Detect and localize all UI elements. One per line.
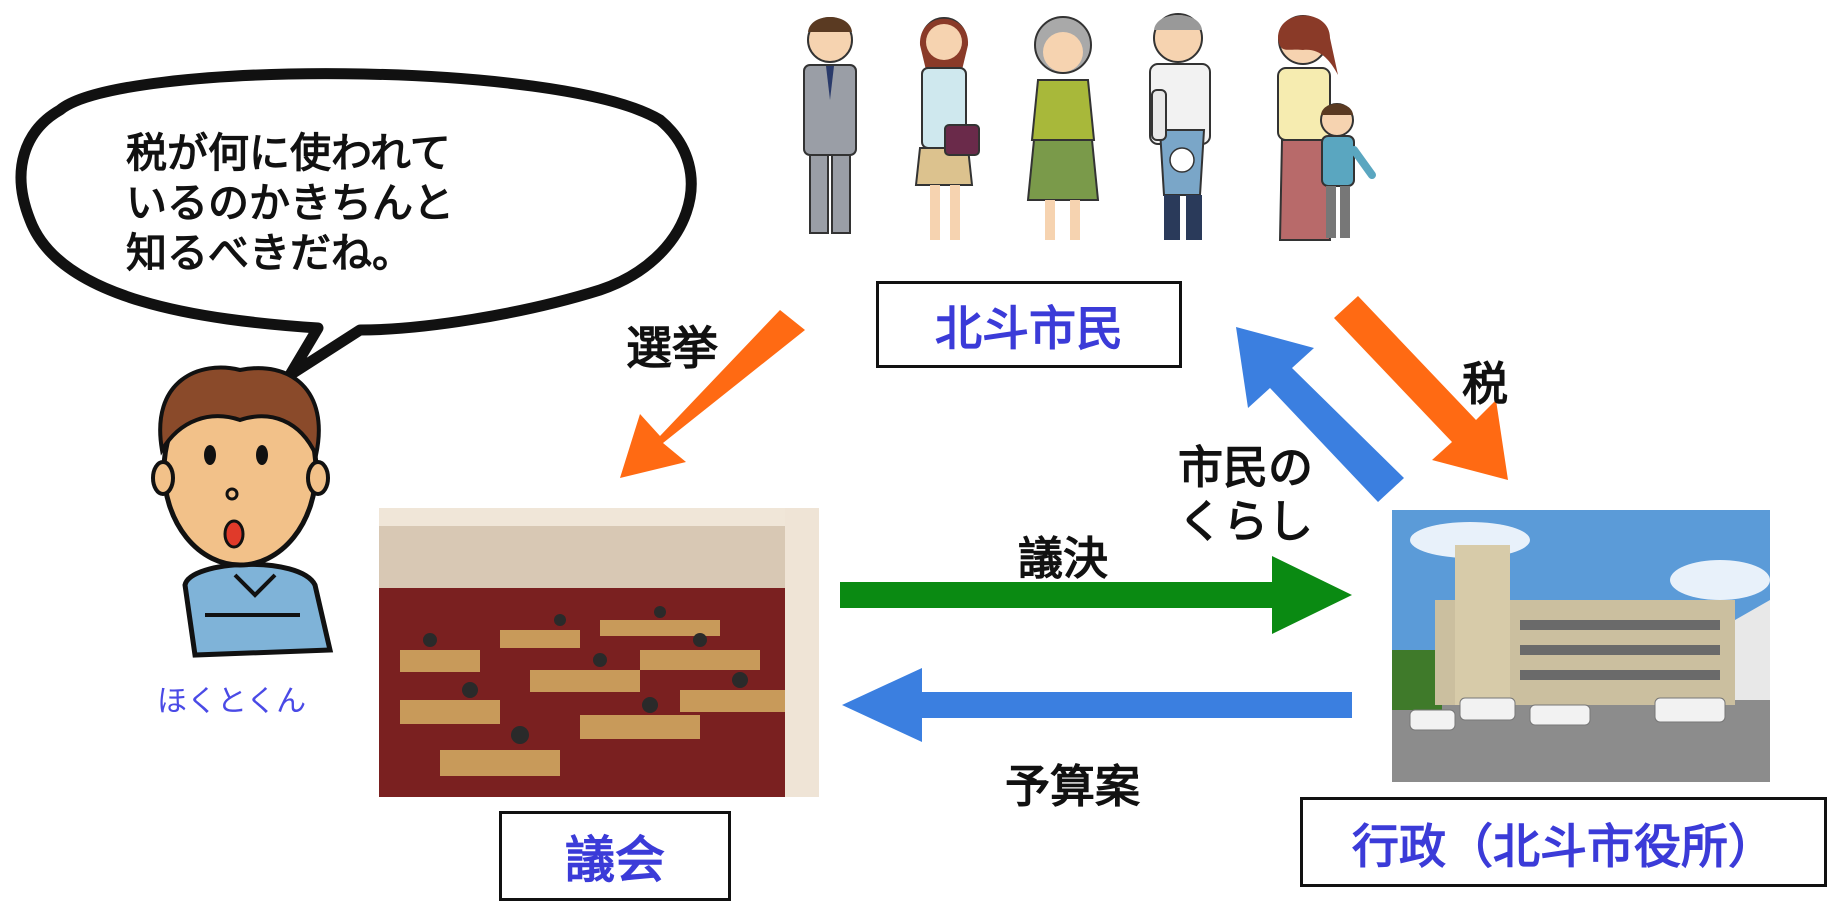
- citizens-life-line-1: 市民の: [1178, 441, 1314, 494]
- arrow-life: [1236, 327, 1404, 502]
- assembly-label: 議会: [499, 811, 731, 901]
- citizens-label: 北斗市民: [876, 281, 1182, 368]
- speech-line-2: いるのかきちんと: [126, 179, 454, 227]
- speech-bubble-text: 税が何に使われて いるのかきちんと 知るべきだね。: [126, 128, 546, 278]
- speech-line-3: 知るべきだね。: [126, 229, 413, 277]
- person-man-suit: [803, 17, 857, 234]
- city-hall-photo: [1392, 510, 1770, 782]
- budget-label: 予算案: [1005, 760, 1141, 813]
- citizens-life-label: 市民の くらし: [1178, 441, 1313, 549]
- arrow-election: [620, 310, 805, 478]
- administration-label: 行政（北斗市役所）: [1300, 797, 1827, 887]
- arrow-resolution: [840, 556, 1352, 634]
- arrow-budget: [842, 668, 1352, 742]
- assembly-photo: [379, 508, 819, 797]
- citizens-illustration: [803, 13, 1376, 241]
- arrow-tax: [1334, 296, 1508, 480]
- tax-label: 税: [1462, 357, 1508, 411]
- citizens-life-line-2: くらし: [1178, 495, 1314, 548]
- speech-line-1: 税が何に使われて: [126, 129, 451, 177]
- person-young-woman: [914, 17, 980, 240]
- speech-bubble: [15, 68, 697, 381]
- mascot-hokutokun: [151, 365, 334, 658]
- election-label: 選挙: [626, 321, 718, 375]
- person-mother-with-child: [1277, 15, 1376, 241]
- person-elderly-man-apron: [1149, 13, 1211, 240]
- mascot-name-label: ほくとくん: [157, 684, 307, 719]
- resolution-label: 議決: [1018, 532, 1109, 585]
- person-elderly-woman: [1026, 16, 1100, 240]
